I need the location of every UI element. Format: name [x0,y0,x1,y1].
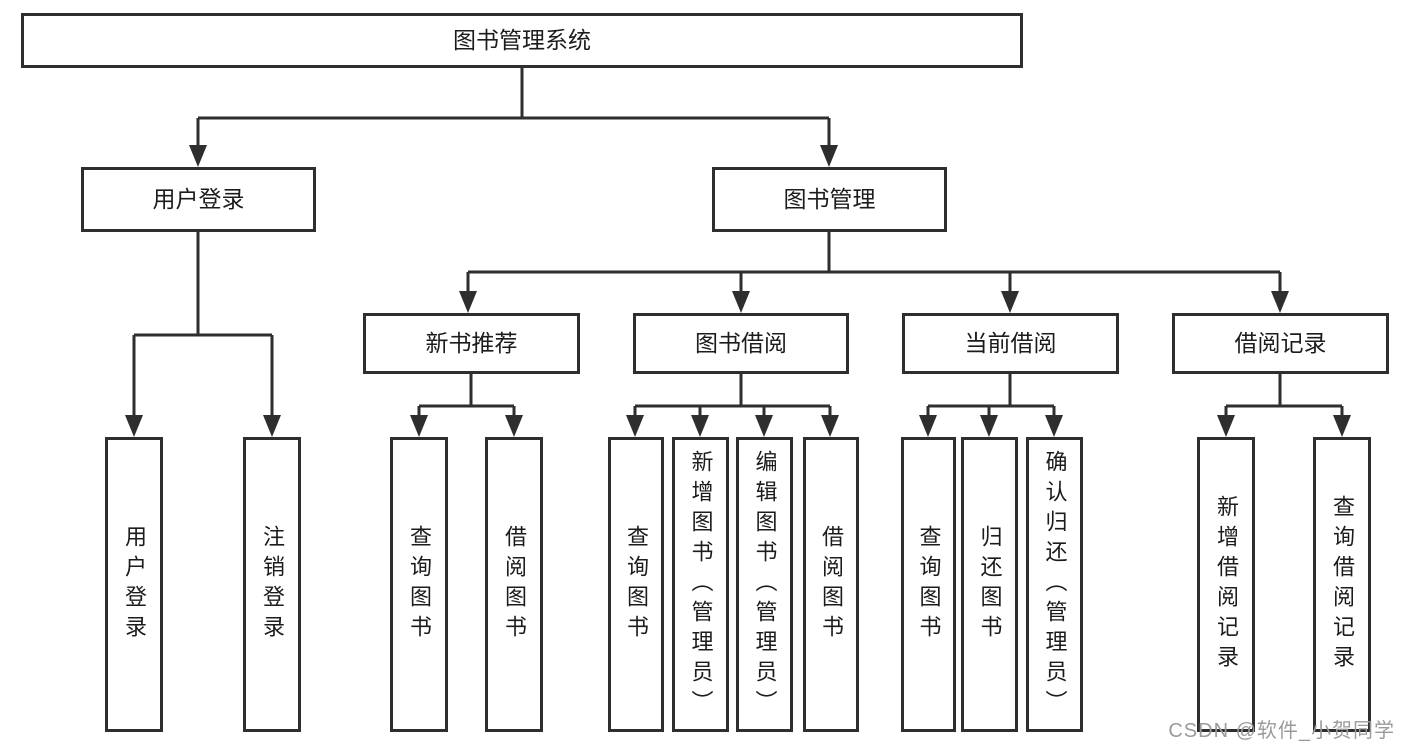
node-user-login: 用户登录 [81,167,316,232]
csdn-watermark: CSDN @软件_小贺同学 [1168,720,1395,742]
node-root-system: 图书管理系统 [21,13,1023,68]
leaf-query-borrow-record: 查询借阅记录 [1313,437,1371,732]
leaf-borrow-books-recommend: 借阅图书 [485,437,543,732]
leaf-query-books-current: 查询图书 [901,437,956,732]
leaf-confirm-return-admin: 确认归还（管理员） [1026,437,1083,732]
leaf-query-books-recommend: 查询图书 [390,437,448,732]
leaf-borrow-books-borrowing: 借阅图书 [803,437,859,732]
leaf-return-books: 归还图书 [961,437,1018,732]
arrowheads [125,145,1351,437]
node-borrow-records: 借阅记录 [1172,313,1389,374]
leaf-add-borrow-record: 新增借阅记录 [1197,437,1255,732]
node-book-management: 图书管理 [712,167,947,232]
node-current-borrowing: 当前借阅 [902,313,1119,374]
leaf-query-books-borrowing: 查询图书 [608,437,664,732]
leaf-user-login: 用户登录 [105,437,163,732]
node-book-borrowing: 图书借阅 [633,313,849,374]
leaf-edit-books-admin: 编辑图书（管理员） [736,437,793,732]
leaf-logout: 注销登录 [243,437,301,732]
node-new-book-recommend: 新书推荐 [363,313,580,374]
leaf-add-books-admin: 新增图书（管理员） [672,437,729,732]
